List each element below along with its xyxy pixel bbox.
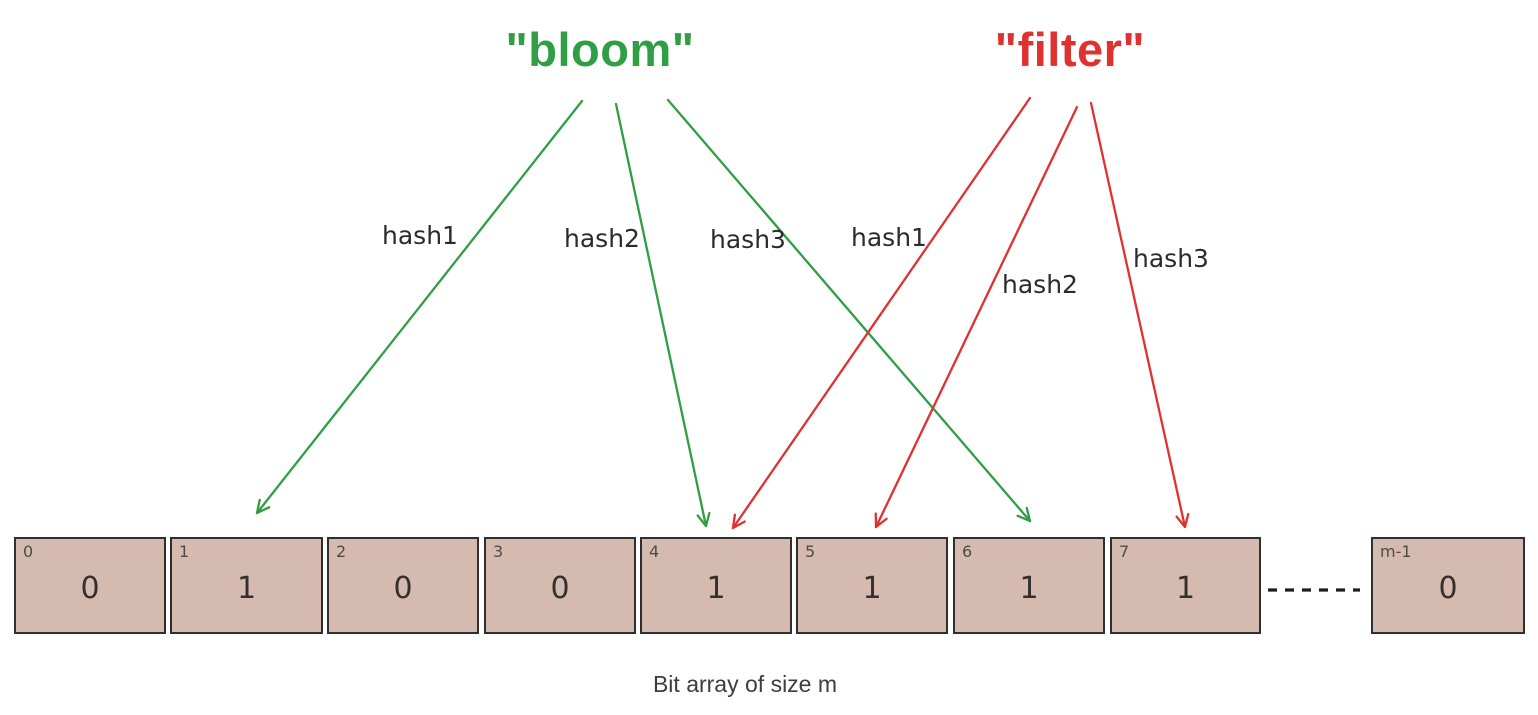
cell-value: 0 — [1438, 571, 1458, 606]
bit-cell-7: 7 1 — [1110, 537, 1261, 634]
filter-hash3-arrow — [1089, 101, 1190, 529]
cell-index: 2 — [336, 542, 347, 561]
bloom-hash3-arrow — [666, 98, 1032, 523]
bit-cell-6: 6 1 — [953, 537, 1105, 634]
bit-cell-0: 0 0 — [14, 537, 166, 634]
bit-cell-5: 5 1 — [796, 537, 948, 634]
cell-value: 1 — [236, 571, 257, 606]
cell-index: 4 — [649, 542, 660, 561]
bit-cell-3: 3 0 — [484, 537, 636, 634]
cell-index: m-1 — [1380, 542, 1412, 561]
cell-index: 6 — [962, 542, 973, 561]
filter-hash1-label: hash1 — [851, 223, 927, 252]
bloom-hash2-arrow — [614, 102, 711, 528]
word-filter: "filter" — [994, 23, 1146, 76]
cell-index: 7 — [1119, 542, 1130, 561]
word-bloom: "bloom" — [505, 23, 695, 76]
bit-cell-4: 4 1 — [640, 537, 792, 634]
cell-index: 5 — [805, 542, 816, 561]
bloom-hash1-label: hash1 — [382, 221, 458, 250]
bit-cell-1: 1 1 — [170, 537, 323, 634]
cell-index: 3 — [493, 542, 504, 561]
filter-hash1-arrow — [731, 96, 1032, 530]
bloom-hash3-label: hash3 — [710, 225, 786, 254]
cell-value: 0 — [80, 571, 100, 606]
cell-value: 1 — [1019, 571, 1039, 606]
cell-value: 0 — [550, 571, 570, 606]
cell-value: 1 — [706, 571, 726, 606]
cell-index: 0 — [23, 542, 34, 561]
cell-value: 0 — [393, 571, 413, 606]
filter-hash3-label: hash3 — [1133, 244, 1209, 273]
array-caption: Bit array of size m — [652, 671, 838, 697]
cell-value: 1 — [862, 571, 882, 606]
bit-cell-2: 2 0 — [327, 537, 479, 634]
bloom-hash1-arrow — [255, 99, 584, 515]
bloom-hash2-label: hash2 — [564, 224, 640, 253]
bit-cell-m-1: m-1 0 — [1371, 537, 1525, 634]
cell-index: 1 — [179, 542, 190, 561]
cell-value: 1 — [1175, 571, 1196, 606]
filter-hash2-arrow — [874, 105, 1079, 529]
filter-hash2-label: hash2 — [1002, 270, 1078, 299]
